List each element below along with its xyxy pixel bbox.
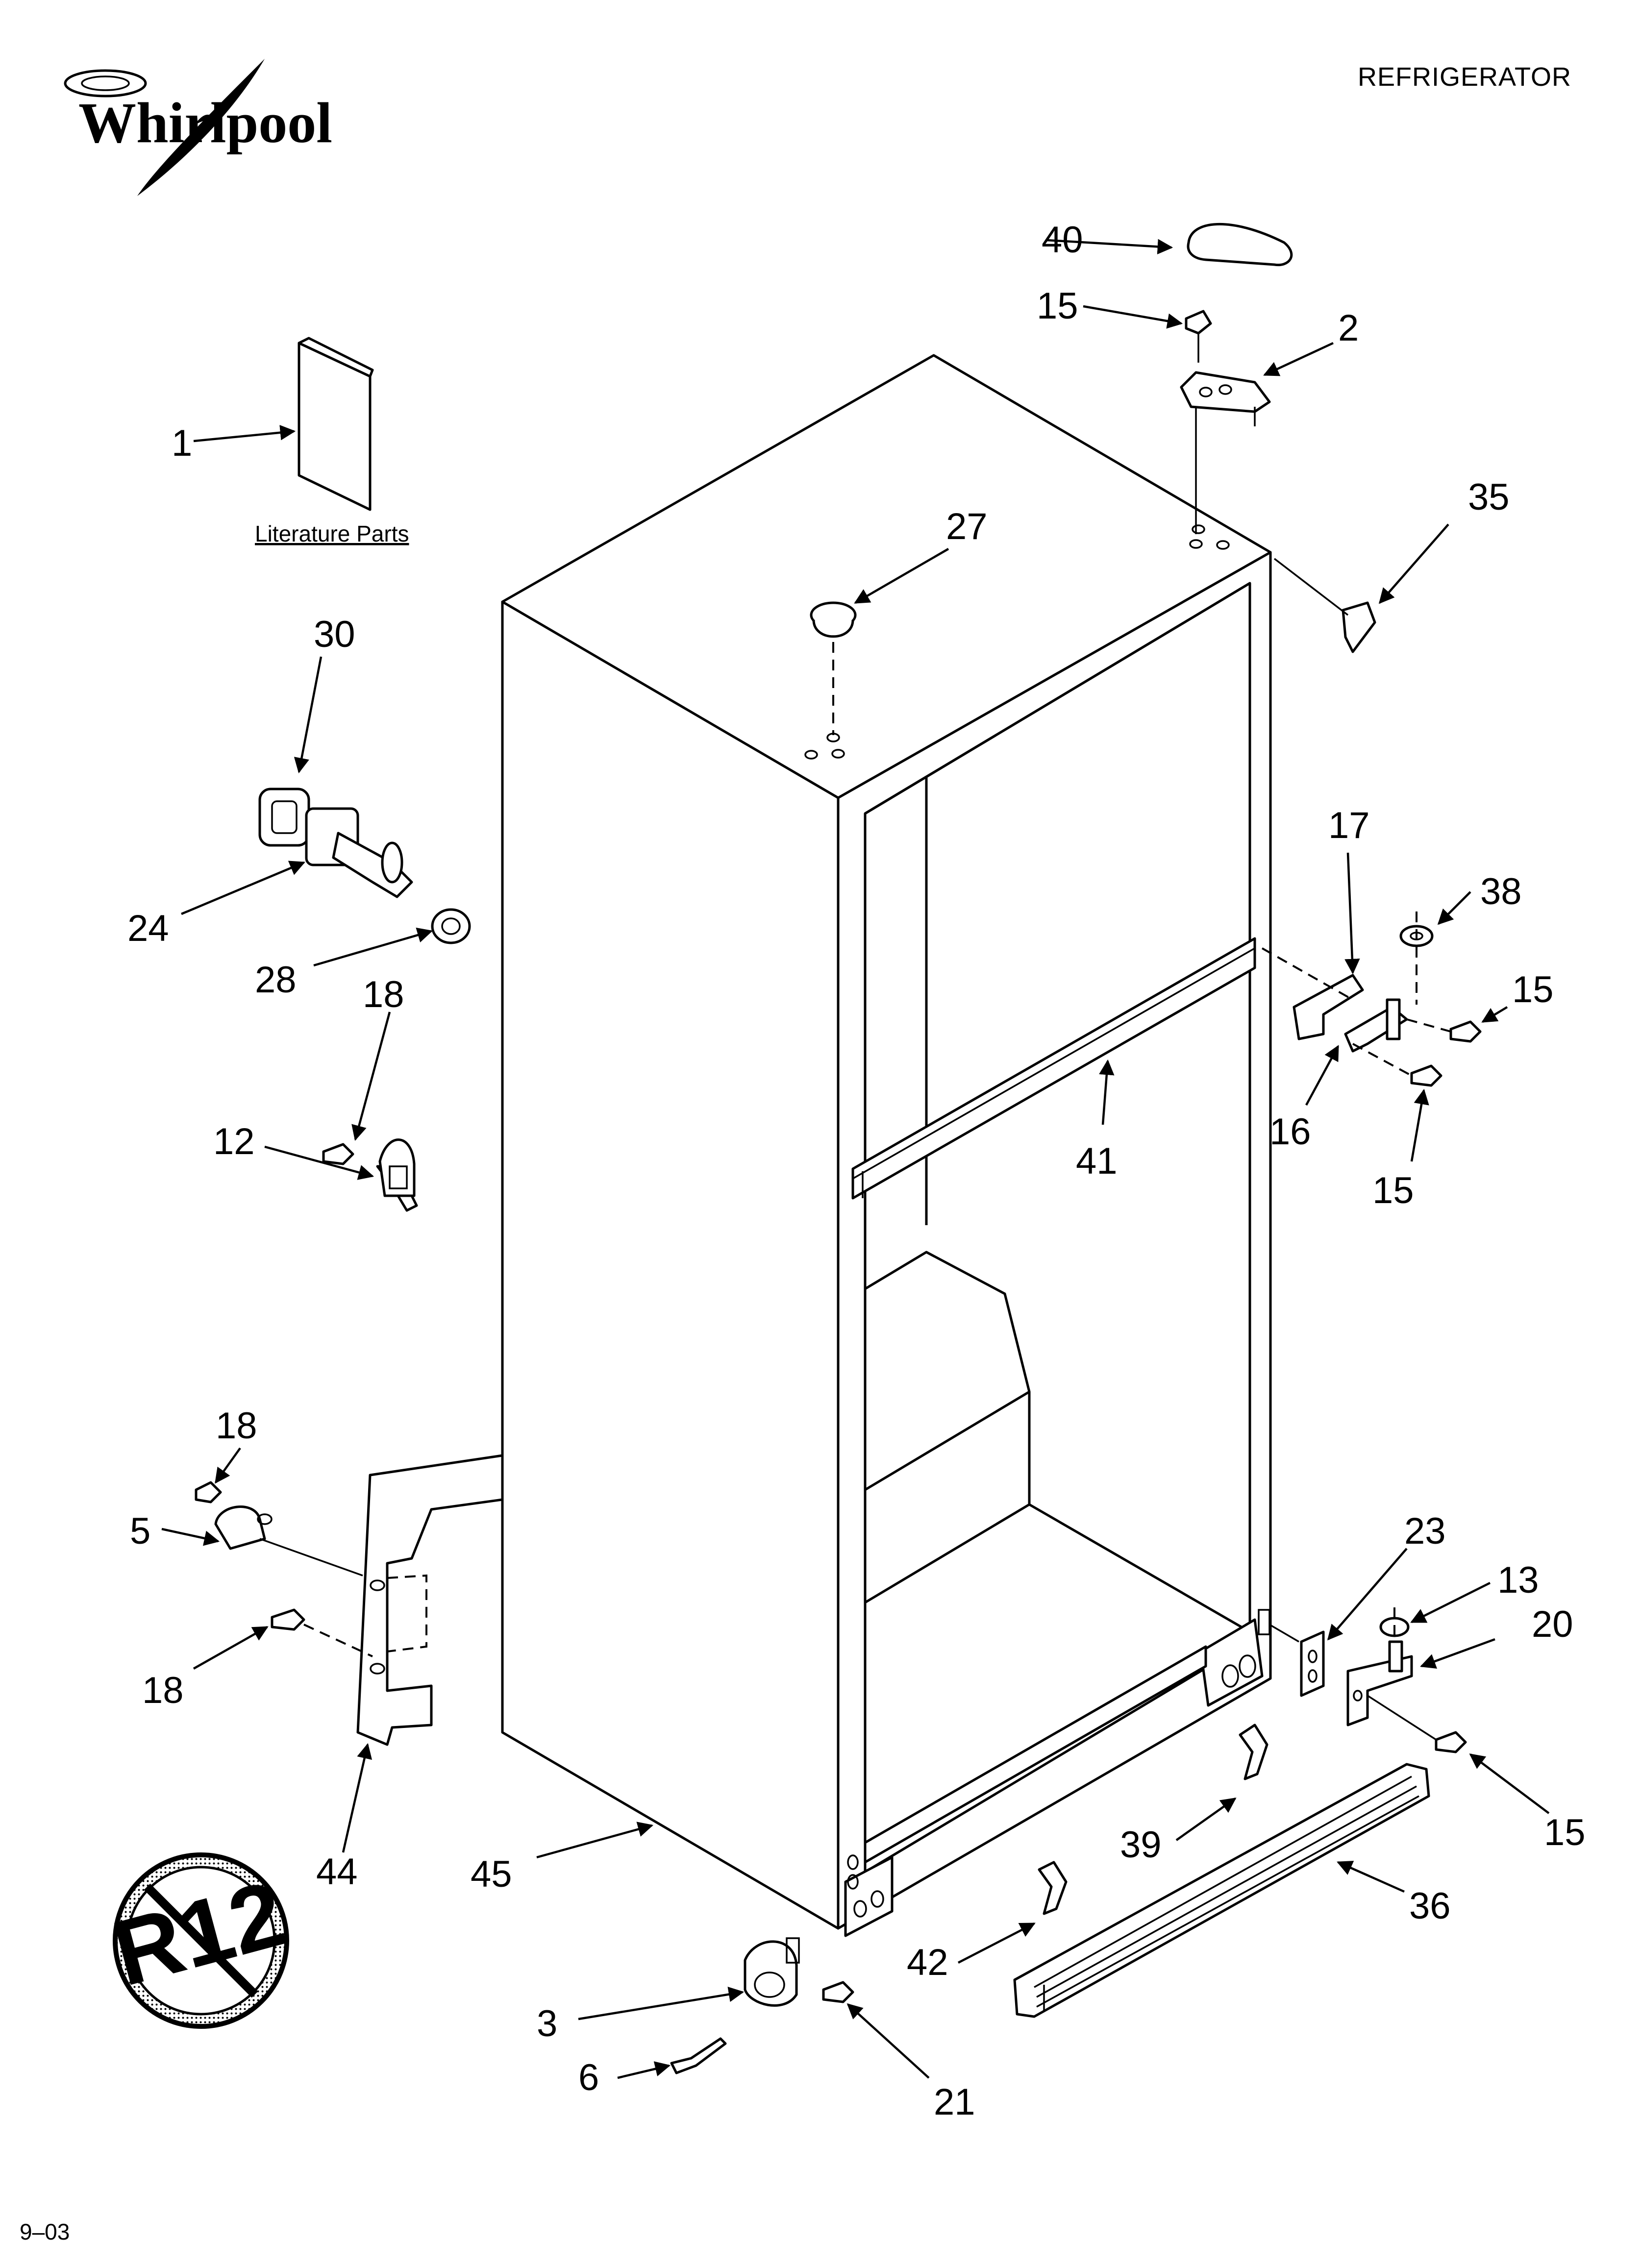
callout-18-mid: 18 [216, 1405, 257, 1447]
center-hinge-parts [1099, 852, 1508, 1162]
logo-swirl-icon [64, 69, 147, 98]
latch-parts [264, 1011, 418, 1212]
lower-hinge-mount [1199, 1609, 1270, 1707]
bracket-17-icon [1293, 974, 1364, 1040]
callout-3: 3 [537, 2003, 557, 2045]
callout-15-right: 15 [1512, 969, 1554, 1011]
tube-clamp-5-icon [214, 1505, 266, 1550]
rear-bracket-44 [356, 1454, 504, 1746]
callout-6: 6 [578, 2057, 599, 2098]
toe-grille-parts [578, 1724, 1430, 2079]
screw-15-center-icon [1410, 1064, 1442, 1087]
screw-18-mid-icon [195, 1481, 222, 1504]
callout-18-lower: 18 [142, 1670, 184, 1711]
cabinet-assembly [501, 354, 1272, 1937]
whirlpool-logo: Whirlpool [64, 59, 332, 196]
callout-41: 41 [1076, 1140, 1118, 1182]
shim-23-icon [1300, 1630, 1325, 1697]
screw-15-right-icon [1449, 1020, 1482, 1043]
date-code: 9–03 [20, 2219, 70, 2244]
bottom-hinge-parts [1269, 1548, 1550, 1814]
callout-1: 1 [172, 422, 192, 464]
toe-grille-36-icon [1013, 1763, 1430, 2018]
drain-grommet-icon [258, 788, 310, 847]
callout-labels: 1 2 3 5 6 12 13 15 15 15 15 16 17 18 18 … [127, 219, 1586, 2123]
callout-30: 30 [314, 614, 355, 655]
callout-23: 23 [1404, 1510, 1446, 1552]
center-rail [851, 937, 1256, 1200]
callout-24: 24 [127, 908, 169, 949]
top-holes [804, 524, 1230, 760]
screw-21-icon [822, 1981, 854, 2003]
callout-15-bottom: 15 [1544, 1812, 1586, 1853]
screw-18-lower-icon [271, 1608, 305, 1631]
brand-wordmark: Whirlpool [78, 91, 332, 155]
callout-15-top: 15 [1037, 285, 1078, 327]
top-hinge-2-icon [1180, 371, 1271, 413]
callout-21: 21 [934, 2081, 975, 2123]
literature-caption: Literature Parts [255, 521, 409, 546]
callout-42: 42 [907, 1942, 948, 1983]
roller-3-icon [744, 1940, 798, 2007]
plug-27 [810, 548, 949, 735]
hinge-cover-40-icon [1187, 223, 1293, 267]
screw-15-bottom-icon [1435, 1731, 1467, 1753]
hinge-cap-35-icon [1342, 601, 1376, 653]
callout-13: 13 [1497, 1559, 1539, 1601]
callout-45: 45 [471, 1853, 512, 1895]
callout-12: 12 [213, 1121, 255, 1162]
callout-39: 39 [1120, 1824, 1162, 1866]
callout-40: 40 [1042, 219, 1083, 261]
callout-17: 17 [1328, 805, 1370, 846]
callout-38: 38 [1480, 871, 1522, 912]
no-r12-badge: R12 [103, 1852, 295, 2029]
drain-cap-icon [431, 908, 471, 944]
callout-35: 35 [1468, 476, 1510, 518]
screw-18-upper-icon [322, 1143, 354, 1165]
section-title: REFRIGERATOR [1358, 62, 1571, 92]
pin-6-icon [670, 2037, 727, 2074]
grille-clip-39-icon [1239, 1724, 1268, 1780]
prohibited-slash-icon [144, 1883, 258, 1998]
callout-16: 16 [1269, 1111, 1311, 1153]
bottom-rail [864, 1645, 1207, 1864]
callout-44: 44 [316, 1851, 358, 1893]
callout-27: 27 [946, 506, 988, 547]
literature-parts: Literature Parts [193, 337, 409, 546]
screw-15-top-icon [1185, 310, 1212, 335]
bottom-hinge-20-icon [1346, 1655, 1413, 1726]
callout-28: 28 [255, 959, 297, 1001]
callout-15-center: 15 [1372, 1170, 1414, 1211]
cabinet-side-face [501, 600, 840, 1930]
callout-18-upper: 18 [363, 974, 404, 1015]
callout-36: 36 [1409, 1885, 1451, 1927]
corner-plate [844, 1854, 894, 1937]
grille-clip-42-icon [1038, 1861, 1068, 1915]
callout-2: 2 [1338, 307, 1359, 349]
top-hinge-parts [1046, 223, 1449, 653]
drain-parts [181, 656, 471, 967]
logo-swoosh-icon [137, 59, 265, 196]
rear-bracket-parts [161, 1447, 654, 1859]
callout-5: 5 [130, 1510, 150, 1552]
callout-20: 20 [1532, 1603, 1573, 1645]
